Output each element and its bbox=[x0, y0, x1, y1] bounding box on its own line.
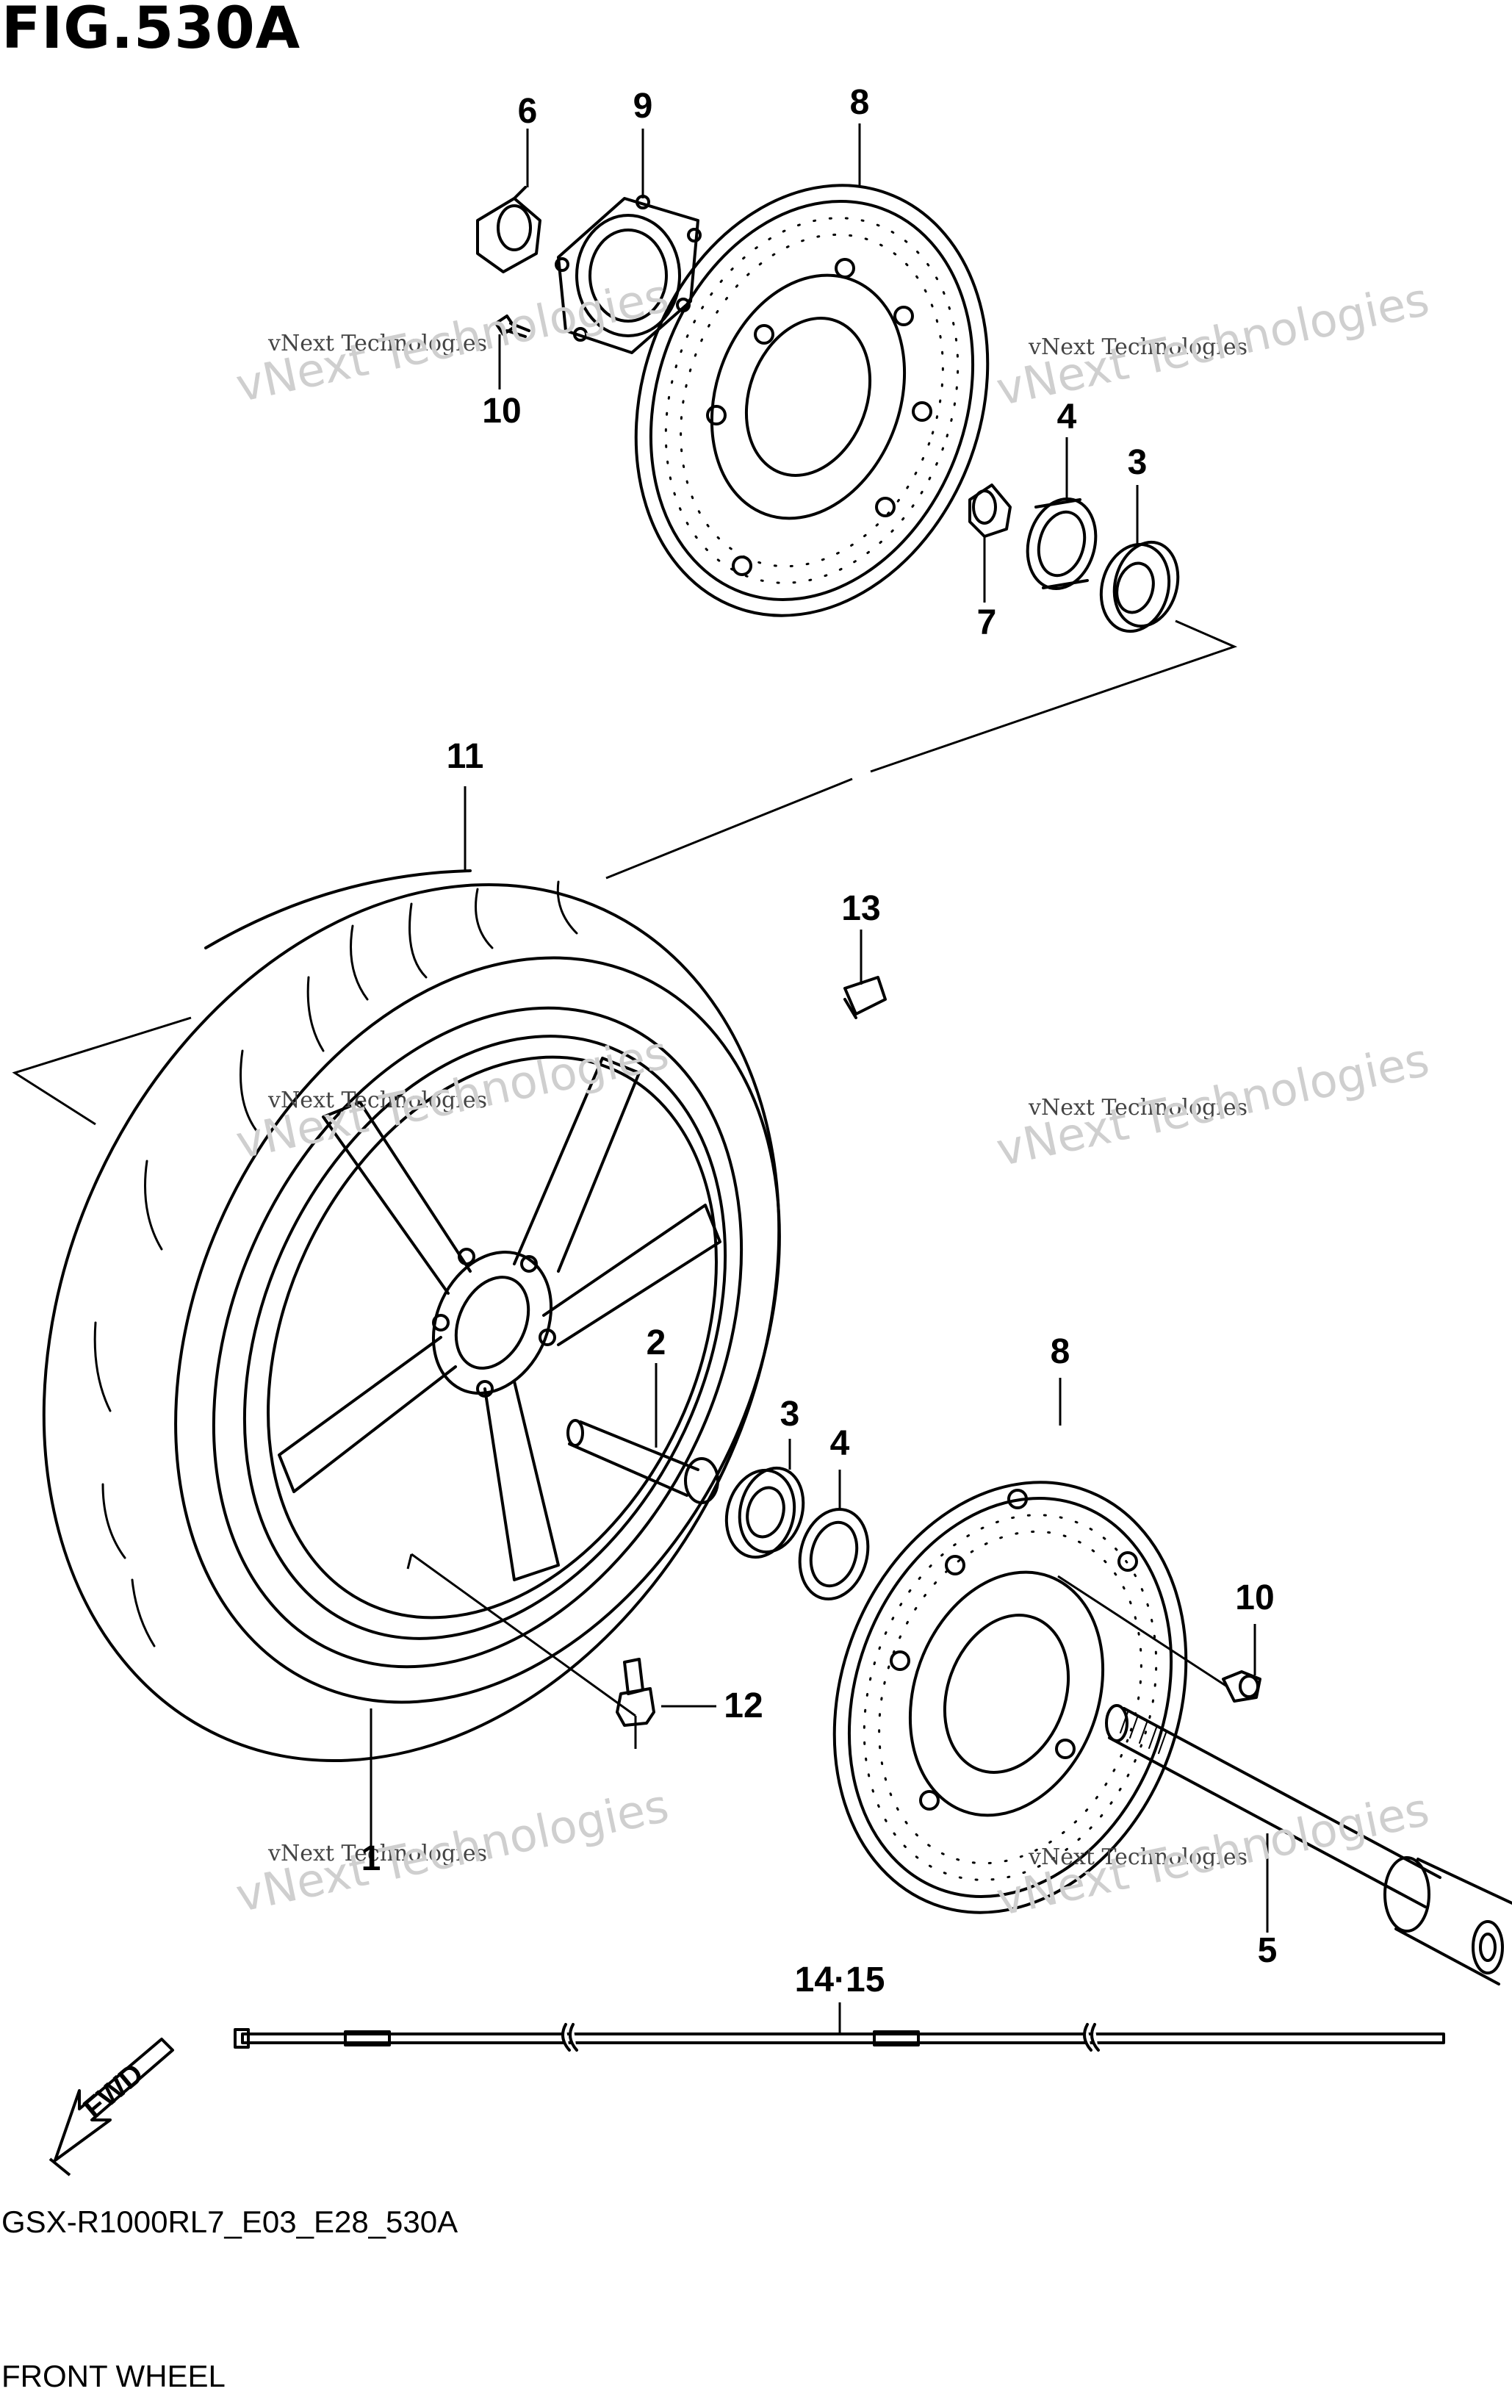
callout-8-top[interactable]: 8 bbox=[849, 83, 870, 122]
part-12-valve bbox=[616, 1658, 655, 1727]
part-3-bearing-mid bbox=[724, 1466, 805, 1559]
callout-9[interactable]: 9 bbox=[633, 87, 653, 126]
part-14-15-cable-tie bbox=[234, 2023, 1445, 2052]
leader-wheel-detail bbox=[411, 1553, 636, 1717]
part-4-oil-seal-top bbox=[1026, 497, 1098, 591]
part-5-axle bbox=[1105, 1704, 1512, 1985]
part-7-spacer bbox=[968, 484, 1012, 538]
part-10-bolt-bottom bbox=[1222, 1670, 1261, 1703]
part-8-brake-disc-bottom bbox=[832, 1481, 1188, 1914]
figure-title: FIG.530A bbox=[1, 0, 301, 62]
callout-14-15[interactable]: 14·15 bbox=[794, 1960, 885, 1999]
part-11-tire bbox=[42, 869, 781, 1762]
part-9-sensor-rotor bbox=[555, 195, 702, 354]
leader-disc-bolt bbox=[1057, 1575, 1228, 1688]
callout-3-top[interactable]: 3 bbox=[1127, 443, 1148, 482]
callout-10-bot[interactable]: 10 bbox=[1235, 1578, 1275, 1617]
part-3-bearing-top bbox=[1099, 540, 1180, 633]
callout-10-top[interactable]: 10 bbox=[482, 392, 522, 431]
callout-4-top[interactable]: 4 bbox=[1056, 398, 1077, 436]
part-10-bolt-top bbox=[494, 315, 530, 338]
part-8-brake-disc-top bbox=[634, 184, 990, 617]
callout-11[interactable]: 11 bbox=[446, 737, 484, 776]
callout-3-mid[interactable]: 3 bbox=[780, 1395, 800, 1434]
part-13-balance-weight bbox=[843, 976, 887, 1019]
callout-12[interactable]: 12 bbox=[724, 1686, 763, 1725]
callout-6[interactable]: 6 bbox=[517, 92, 538, 131]
figure-code: GSX-R1000RL7_E03_E28_530A bbox=[1, 2204, 458, 2239]
callout-7[interactable]: 7 bbox=[976, 603, 997, 642]
part-1-wheel bbox=[212, 1006, 744, 1669]
fwd-arrow-icon bbox=[48, 2038, 174, 2177]
callout-1[interactable]: 1 bbox=[361, 1839, 381, 1878]
leader-valve-hole bbox=[406, 1553, 413, 1570]
part-4-oil-seal-mid bbox=[798, 1507, 870, 1601]
figure-caption: FRONT WHEEL bbox=[1, 2359, 226, 2393]
assembly-line-upper bbox=[605, 619, 1238, 880]
part-6-collar bbox=[476, 186, 541, 273]
callout-8-bot[interactable]: 8 bbox=[1050, 1332, 1070, 1371]
assembly-line-left bbox=[12, 1016, 192, 1126]
callout-2[interactable]: 2 bbox=[646, 1323, 666, 1362]
callout-13[interactable]: 13 bbox=[841, 889, 881, 928]
callout-4-mid[interactable]: 4 bbox=[829, 1424, 850, 1463]
part-2-spacer-tube bbox=[566, 1419, 719, 1504]
callout-5[interactable]: 5 bbox=[1257, 1931, 1278, 1970]
